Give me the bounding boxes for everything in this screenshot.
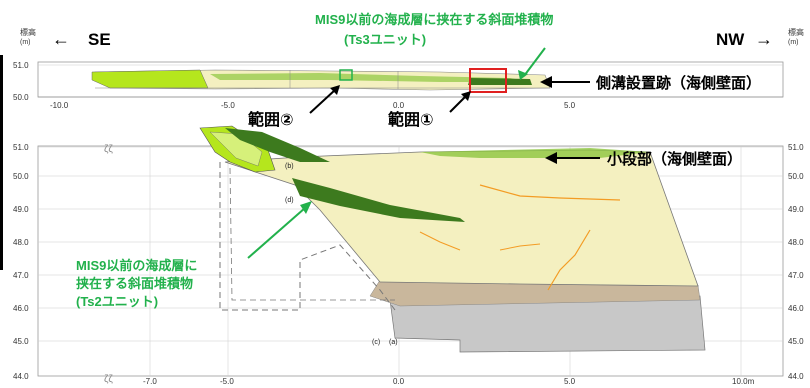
ts2-label-line3: (Ts2ユニット) (76, 294, 158, 309)
ts2-label-line2: 挟在する斜面堆積物 (76, 276, 193, 291)
lower-point-label-c: (c) (372, 339, 380, 346)
lower-y-tick: 51.0 (13, 143, 29, 152)
upper-y-tick: 51.0 (13, 61, 29, 70)
lower-wall-label: 小段部（海側壁面） (607, 150, 742, 168)
ts2-annotation: MIS9以前の海成層に 挟在する斜面堆積物 (Ts2ユニット) (76, 201, 312, 309)
lower-point-label-a: (a) (389, 339, 398, 346)
lower-orange-fracture (479, 184, 621, 201)
upper-x-tick: 0.0 (393, 101, 405, 110)
lower-x-tick: 10.0m (732, 377, 755, 386)
range-1-box (469, 68, 507, 93)
lower-right-y-tick: 45.0 (788, 337, 804, 346)
lower-right-y-tick: 44.0 (788, 372, 804, 381)
ts3-annotation: MIS9以前の海成層に挟在する斜面堆積物 (Ts3ユニット) (315, 12, 553, 80)
axis-break-mark: ζζ (104, 144, 113, 155)
direction-se-label: SE (88, 30, 111, 49)
ts2-pointer-head (300, 201, 312, 214)
arrow-right-glyph: → (755, 29, 773, 49)
range-1-arrow-line (449, 95, 467, 113)
range-2-label: 範囲② (247, 110, 294, 129)
lower-wall-pointer-head (545, 152, 557, 164)
lower-orange-fracture (419, 231, 461, 251)
upper-section: 標高 (m) 標高 (m) ← SE NW → 51.0 50.0 -10.0 … (13, 27, 804, 110)
range-1-label: 範囲① (387, 110, 434, 129)
lower-top-green-veneer (420, 148, 650, 158)
lower-right-y-tick: 48.0 (788, 238, 804, 247)
lower-orange-fracture (499, 243, 541, 251)
lower-gray-base (389, 295, 706, 353)
range-labels: 範囲② 範囲① (247, 85, 471, 129)
range-2-arrow-line (309, 89, 336, 114)
ts3-label-line2: (Ts3ユニット) (344, 32, 426, 47)
lower-sand-body (224, 149, 699, 287)
lower-y-tick: 48.0 (13, 238, 29, 247)
lower-orange-fracture (547, 229, 591, 291)
lower-point-label-d: (d) (285, 197, 294, 204)
direction-nw-label: NW (716, 30, 745, 49)
lower-y-tick: 49.0 (13, 205, 29, 214)
upper-x-tick: -10.0 (50, 101, 69, 110)
lower-dashed-outline (219, 162, 396, 311)
lower-right-y-tick: 51.0 (788, 143, 804, 152)
upper-strip-dark-green (468, 78, 532, 85)
lower-plot-frame (37, 145, 784, 377)
lower-right-y-tick: 47.0 (788, 271, 804, 280)
lower-y-tick: 45.0 (13, 337, 29, 346)
ts2-pointer-line (247, 207, 306, 259)
lower-right-y-tick: 49.0 (788, 205, 804, 214)
upper-wall-label: 側溝設置跡（海側壁面） (595, 74, 761, 92)
lower-y-tick: 50.0 (13, 172, 29, 181)
upper-x-tick: -5.0 (221, 101, 235, 110)
lower-x-tick: 5.0 (564, 377, 576, 386)
upper-x-tick: 5.0 (564, 101, 576, 110)
lower-right-y-tick: 46.0 (788, 304, 804, 313)
range-2-arrow-head (330, 85, 340, 95)
lower-section: ζζ ζζ 51.0 50.0 49.0 48.0 47.0 46.0 45.0… (13, 125, 804, 386)
axis-break-mark: ζζ (104, 374, 113, 385)
upper-wall-pointer-head (540, 76, 552, 88)
arrow-left-glyph: ← (52, 29, 70, 49)
upper-right-y-axis-title: 標高 (788, 27, 804, 37)
lower-x-tick: 0.0 (393, 377, 405, 386)
lower-right-y-tick: 50.0 (788, 172, 804, 181)
upper-y-axis-unit: (m) (20, 39, 31, 46)
lower-x-tick: -7.0 (143, 377, 157, 386)
upper-right-y-axis-unit: (m) (788, 39, 799, 46)
lower-y-tick: 47.0 (13, 271, 29, 280)
lower-x-tick: -5.0 (220, 377, 234, 386)
upper-strip-lightgreen (91, 69, 209, 89)
range-2-box (339, 69, 353, 81)
lower-ts2-upper-band (225, 128, 330, 162)
ts3-pointer-head (518, 70, 528, 80)
upper-y-tick: 50.0 (13, 93, 29, 102)
range-1-arrow-head (461, 91, 471, 101)
lower-ts2-lower-band (292, 178, 465, 222)
lower-point-label-b: (b) (285, 163, 294, 170)
ts3-label-line1: MIS9以前の海成層に挟在する斜面堆積物 (315, 12, 553, 27)
lower-y-tick: 44.0 (13, 372, 29, 381)
lower-dashed-outline-inner (229, 167, 395, 301)
upper-y-axis-title: 標高 (20, 27, 36, 37)
left-edge-bar (0, 55, 3, 270)
ts2-label-line1: MIS9以前の海成層に (76, 258, 197, 273)
ts3-pointer-line (523, 47, 546, 77)
lower-y-tick: 46.0 (13, 304, 29, 313)
